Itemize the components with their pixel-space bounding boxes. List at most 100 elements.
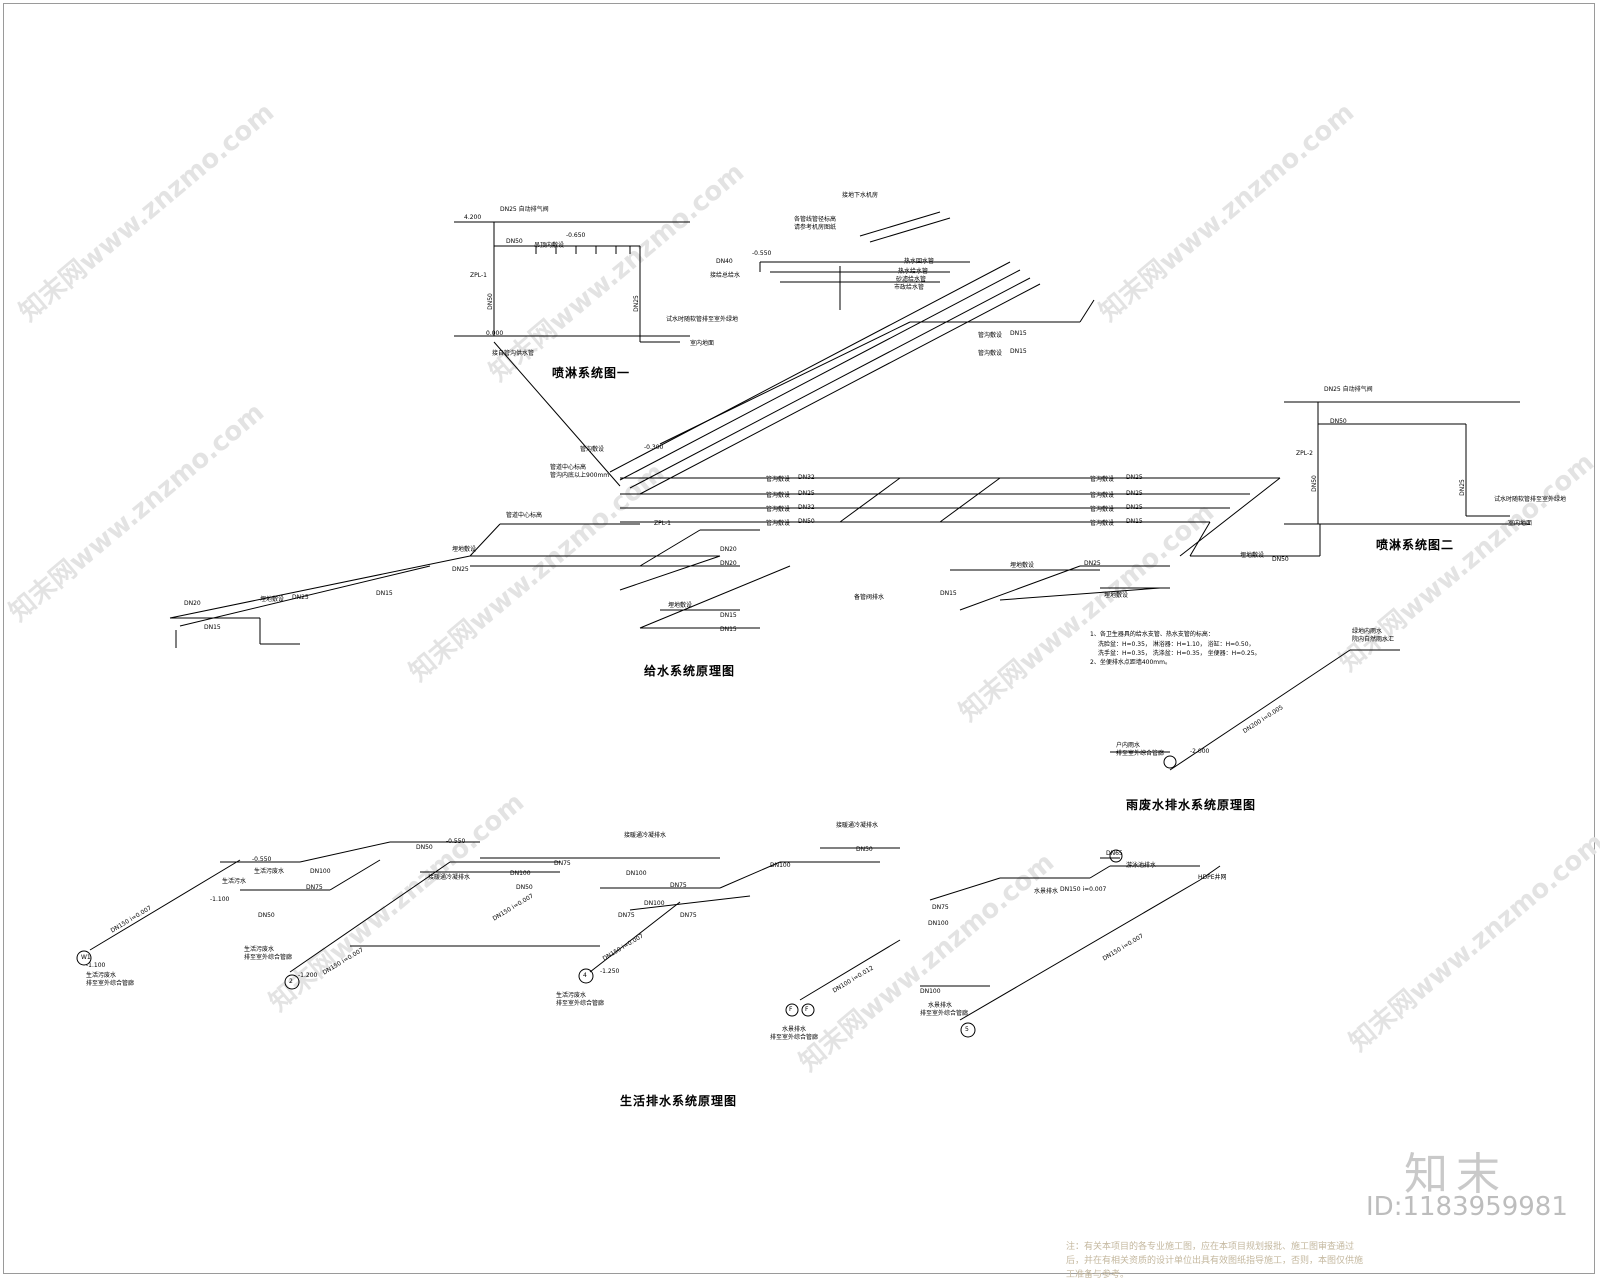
sewage-dn75-2: DN75 (554, 860, 571, 867)
spray2-riser-dn: DN50 (1310, 475, 1318, 492)
supply-dn15-center-2: DN15 (720, 626, 737, 633)
sewage-dn50-2: DN50 (416, 844, 433, 851)
supply-muni: 市政给水管 (894, 284, 925, 291)
supply-dn20-center: DN20 (720, 546, 737, 553)
supply-spare: 备管阀排水 (854, 594, 885, 601)
sewage-outdoor-5: 排至室外综合管廊 (920, 1010, 969, 1017)
sewage-dn100-2: DN100 (510, 870, 531, 877)
supply-note-4: 2、坐便排水点距墙400mm。 (1090, 659, 1171, 666)
supply-row2b-trench: 管沟敷设 (1090, 492, 1115, 499)
supply-dn15-2: DN15 (1010, 348, 1027, 355)
supply-left-dn15: DN15 (204, 624, 221, 631)
supply-dn50-right: DN50 (1272, 556, 1289, 563)
spray1-nozzle-label: 吊顶内敷设 (534, 242, 565, 249)
image-id: ID:1183959981 (1366, 1192, 1568, 1222)
spray1-drain-dn: DN25 (632, 295, 640, 312)
spray2-drain-note: 试水时随软管排至室外绿地 (1494, 496, 1567, 503)
sewage-mark-4: 4 (583, 972, 587, 979)
sewage-water-drain-2: 水景排水 (1034, 888, 1059, 895)
supply-row4-trench: 管沟敷设 (766, 520, 791, 527)
sewage-hvac-3: 接暖通冷凝排水 (836, 822, 879, 829)
supply-bury-right: 埋地敷设 (1240, 552, 1265, 559)
spray1-riser-dn: DN50 (486, 293, 494, 310)
supply-row3b-dn25: DN25 (1126, 504, 1143, 511)
sewage-outdoor-2: 排至室外综合管廊 (244, 954, 293, 961)
sewage-dn100-3: DN100 (626, 870, 647, 877)
sewage-living-waste-4: 生活污废水 (556, 992, 587, 999)
title-spray-2: 喷淋系统图二 (1376, 538, 1455, 552)
sewage-mark-2: 2 (289, 978, 293, 985)
brand-logo: 知末 (1404, 1149, 1508, 1200)
supply-trench-center-2: 管沟内底以上900mm (550, 472, 610, 479)
supply-trench-1: 管沟敷设 (978, 332, 1003, 339)
supply-trench-center-left: 管道中心标高 (506, 512, 543, 519)
sewage-outdoor-4: 排至室外综合管廊 (770, 1034, 819, 1041)
spray1-drain-note: 试水时随软管排至室外绿地 (666, 316, 739, 323)
supply-left-dn25: DN25 (292, 594, 309, 601)
sewage-hdpe: HDPE井网 (1198, 874, 1227, 881)
supply-row2-dn25: DN25 (798, 490, 815, 497)
supply-bury-center: 埋地敷设 (668, 602, 693, 609)
spray-system-1-lines (454, 221, 690, 487)
supply-trench-tap: 管沟敷设 (580, 446, 605, 453)
sewage-dn50-4: DN50 (856, 846, 873, 853)
sewage-living-waste-2: 生活污废水 (254, 868, 285, 875)
supply-dn15-center: DN15 (720, 612, 737, 619)
supply-zpl1: ZPL-1 (654, 520, 671, 527)
supply-trench-center: 管道中心标高 (550, 464, 587, 471)
rain-drainage-lines (1110, 649, 1400, 771)
sewage-elev-100-2: -1.100 (86, 962, 106, 969)
sewage-drainage-lines (76, 841, 1221, 1038)
sewage-dn50-3: DN50 (516, 884, 533, 891)
sewage-living-sewage-1: 生活污水 (222, 878, 247, 885)
spray1-supply-in: 接自管沟供水管 (492, 350, 535, 357)
supply-dn15-1: DN15 (1010, 330, 1027, 337)
supply-row1b-dn25: DN25 (1126, 474, 1143, 481)
sewage-elev-250: -1.250 (600, 968, 620, 975)
spray1-riser: ZPL-1 (470, 272, 487, 279)
supply-row1-dn32: DN32 (798, 474, 815, 481)
sewage-dn100-1: DN100 (310, 868, 331, 875)
supply-note-2: 洗脸盆：H=0.35， 淋浴器：H=1.10， 浴缸：H=0.50， (1098, 641, 1255, 648)
footer-disclaimer: 注：有关本项目的各专业施工图，应在本项目规划报批、施工图审查通过后，并在有相关资… (1066, 1242, 1364, 1280)
sewage-dn75-6: DN75 (932, 904, 949, 911)
supply-row1b-trench: 管沟敷设 (1090, 476, 1115, 483)
spray2-riser: ZPL-2 (1296, 450, 1313, 457)
title-sewage-drainage: 生活排水系统原理图 (620, 1094, 738, 1108)
sewage-elev-200: -1.200 (298, 972, 318, 979)
sewage-dn100-7: DN100 (920, 988, 941, 995)
sewage-water-drain-3: 水景排水 (928, 1002, 953, 1009)
title-rain-drainage: 雨废水排水系统原理图 (1126, 798, 1257, 812)
supply-hot-supply: 热水给水管 (898, 268, 929, 275)
supply-horizontal-network (169, 477, 1300, 648)
sewage-mark-w1: W1 (81, 954, 91, 961)
supply-elev-300: -0.300 (644, 444, 664, 451)
spray1-floor: 室内地面 (690, 340, 715, 347)
supply-row2b-dn25: DN25 (1126, 490, 1143, 497)
sewage-mark-5: 5 (965, 1026, 969, 1033)
sewage-dn65: DN65 (1106, 850, 1123, 857)
supply-row4-dn50: DN50 (798, 518, 815, 525)
title-spray-1: 喷淋系统图一 (552, 366, 631, 380)
spray2-exhaust-label: DN25 自动排气阀 (1324, 386, 1373, 393)
spray2-floor: 室内地面 (1508, 520, 1533, 527)
spray2-drain-dn: DN25 (1458, 479, 1466, 496)
sewage-hvac-2: 接暖通冷凝排水 (624, 832, 667, 839)
sewage-elev-100-1: -1.100 (210, 896, 230, 903)
supply-dn15-right: DN15 (940, 590, 957, 597)
supply-mid-dn25: DN25 (452, 566, 469, 573)
rain-outdoor: 排至室外综合管廊 (1116, 750, 1165, 757)
sewage-dn100-5: DN100 (770, 862, 791, 869)
spray2-pipe-dn50: DN50 (1330, 418, 1347, 425)
sewage-living-waste-3: 生活污废水 (244, 946, 275, 953)
sewage-outdoor-1: 排至室外综合管廊 (86, 980, 135, 987)
supply-total: 接给总给水 (710, 272, 741, 279)
sewage-dn75-3: DN75 (670, 882, 687, 889)
supply-bury-right-2: 埋地敷设 (1010, 562, 1035, 569)
supply-row4b-trench: 管沟敷设 (1090, 520, 1115, 527)
spray1-elev-top: 4.200 (464, 214, 482, 221)
supply-elev-550: -0.550 (752, 250, 772, 257)
title-water-supply: 给水系统原理图 (644, 664, 736, 678)
sewage-outdoor-3: 排至室外综合管廊 (556, 1000, 605, 1007)
